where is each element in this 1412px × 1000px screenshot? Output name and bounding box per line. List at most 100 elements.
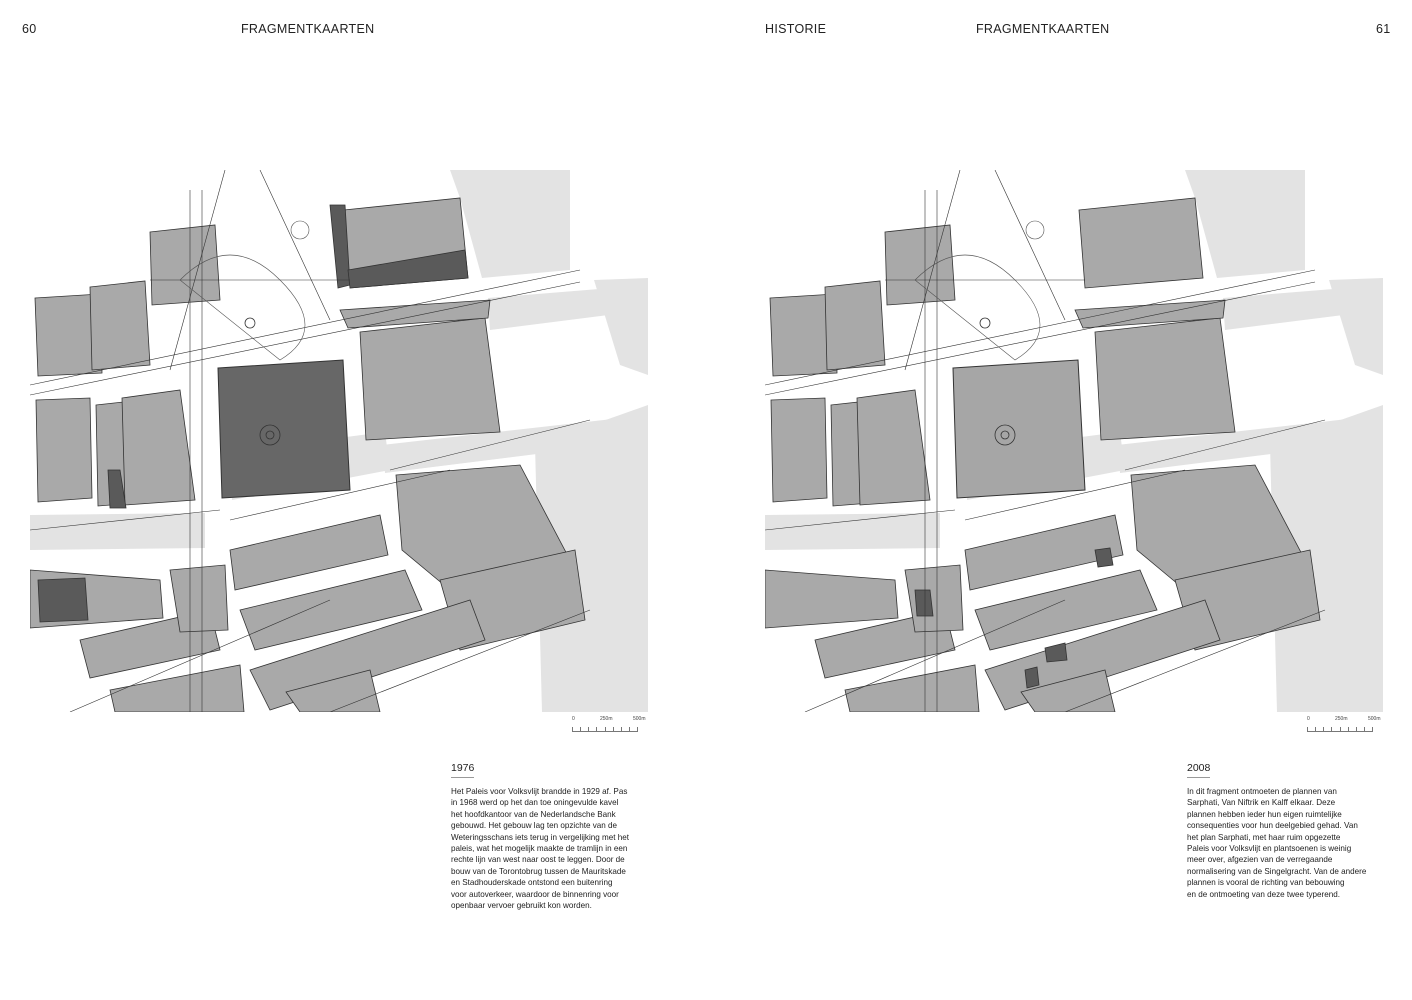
bank-courtyard-inner [1000,430,1010,440]
water-area [1185,170,1305,278]
building-block [169,564,229,633]
highlighted-building [107,469,127,509]
water-area [30,513,205,550]
building-block [229,514,389,591]
building-block [974,569,1158,651]
building-block [1094,317,1236,441]
street-line [169,170,226,371]
caption-line: normalisering van de Singelgracht. Van d… [1187,866,1367,876]
park-kiosk [244,317,256,329]
caption-line: voor autoverkeer, waardoor de binnenring… [451,889,619,899]
caption-line: plannen hebben ieder hun eigen ruimtelij… [1187,809,1342,819]
running-title-right: FRAGMENTKAARTEN [976,22,1110,36]
park-pond [290,220,310,240]
building-block [249,599,486,711]
caption-line: Paleis voor Volksvlijt en plantsoenen is… [1187,844,1352,854]
street-line [765,281,1316,396]
scale-bar-right: 0 250m 500m [1307,716,1387,736]
park-kiosk [979,317,991,329]
water-area [1329,278,1383,375]
street-line [259,170,331,321]
caption-line: In dit fragment ontmoeten de plannen van [1187,787,1337,796]
fragment-map-2008 [765,170,1383,712]
building-block [770,397,828,503]
park-pond [1025,220,1045,240]
park-path [179,254,306,361]
building-block [109,664,245,712]
caption-line: paleis, wat het mogelijk maakte de traml… [451,844,628,854]
scale-ticks [572,725,638,732]
caption-line: Sarphati, Van Niftrik en Kalff elkaar. D… [1187,798,1336,808]
scale-bar-left: 0 250m 500m [572,716,652,736]
building-block [765,569,899,629]
building-block [1078,197,1204,289]
bank-building [217,359,351,499]
caption-line: en de ontmoeting van deze twee typerend. [1187,889,1340,899]
water-area [450,170,570,278]
building-block [239,569,423,651]
building-block [1074,299,1226,329]
highlighted-building [1044,642,1068,663]
highlighted-building [914,589,934,617]
highlighted-building [37,577,89,623]
caption-line: plannen is vooral de richting van bebouw… [1187,878,1345,888]
scale-label-end: 500m [633,716,646,722]
page-number-right: 61 [1376,22,1391,36]
scale-label-mid: 250m [1335,716,1348,722]
building-block [35,397,93,503]
page-number-left: 60 [22,22,37,36]
street-line [30,509,221,531]
building-block [844,664,980,712]
caption-line: het plan Sarphati, met haar ruim opgezet… [1187,832,1341,842]
caption-year-right: 2008 [1187,762,1211,778]
building-block [149,224,221,306]
caption-line: bouw van de Torontobrug tussen de Maurit… [451,866,626,876]
caption-line: in 1968 werd op het dan toe oningevulde … [451,798,619,808]
street-line [1124,419,1326,471]
caption-line: rechte lijn van west naar oost te leggen… [451,855,625,865]
caption-year-left: 1976 [451,762,475,778]
street-line [964,469,1186,521]
caption-line: openbaar vervoer gebruikt kon worden. [451,901,592,911]
caption-line: Het Paleis voor Volksvlijt brandde in 19… [451,787,628,796]
street-line [389,419,591,471]
street-line [765,509,956,531]
street-line [229,469,451,521]
bank-courtyard-inner [265,430,275,440]
section-title-right: HISTORIE [765,22,827,36]
caption-text-right: In dit fragment ontmoeten de plannen van… [1187,786,1379,900]
highlighted-building [347,249,469,289]
building-block [964,514,1124,591]
building-block [34,293,103,377]
caption-line: Weteringsschans iets terug in vergelijki… [451,832,629,842]
water-area [535,405,648,712]
fragment-map-1976 [30,170,648,712]
building-block [884,224,956,306]
bank-courtyard [994,424,1016,446]
caption-line: gebouwd. Het gebouw lag ten opzichte van… [451,821,618,831]
caption-line: het hoofdkantoor van de Nederlandsche Ba… [451,809,616,819]
water-area [594,278,648,375]
caption-line: consequenties voor hun deelgebied gehad.… [1187,821,1358,831]
bank-building [952,359,1086,499]
street-line [329,609,591,712]
scale-label-mid: 250m [600,716,613,722]
water-area [1270,405,1383,712]
street-line [904,170,961,371]
building-block [339,299,491,329]
water-area [765,513,940,550]
scale-label-end: 500m [1368,716,1381,722]
caption-text-left: Het Paleis voor Volksvlijt brandde in 19… [451,786,643,911]
highlighted-building [1024,666,1040,689]
building-block [89,280,151,371]
street-line [994,170,1066,321]
running-title-left: FRAGMENTKAARTEN [241,22,375,36]
building-block [984,599,1221,711]
caption-line: meer over, afgezien van de verregaande [1187,855,1333,865]
street-line [30,281,581,396]
scale-ticks [1307,725,1373,732]
building-block [769,293,838,377]
park-path [914,254,1041,361]
highlighted-building [1094,547,1114,568]
bank-courtyard [259,424,281,446]
